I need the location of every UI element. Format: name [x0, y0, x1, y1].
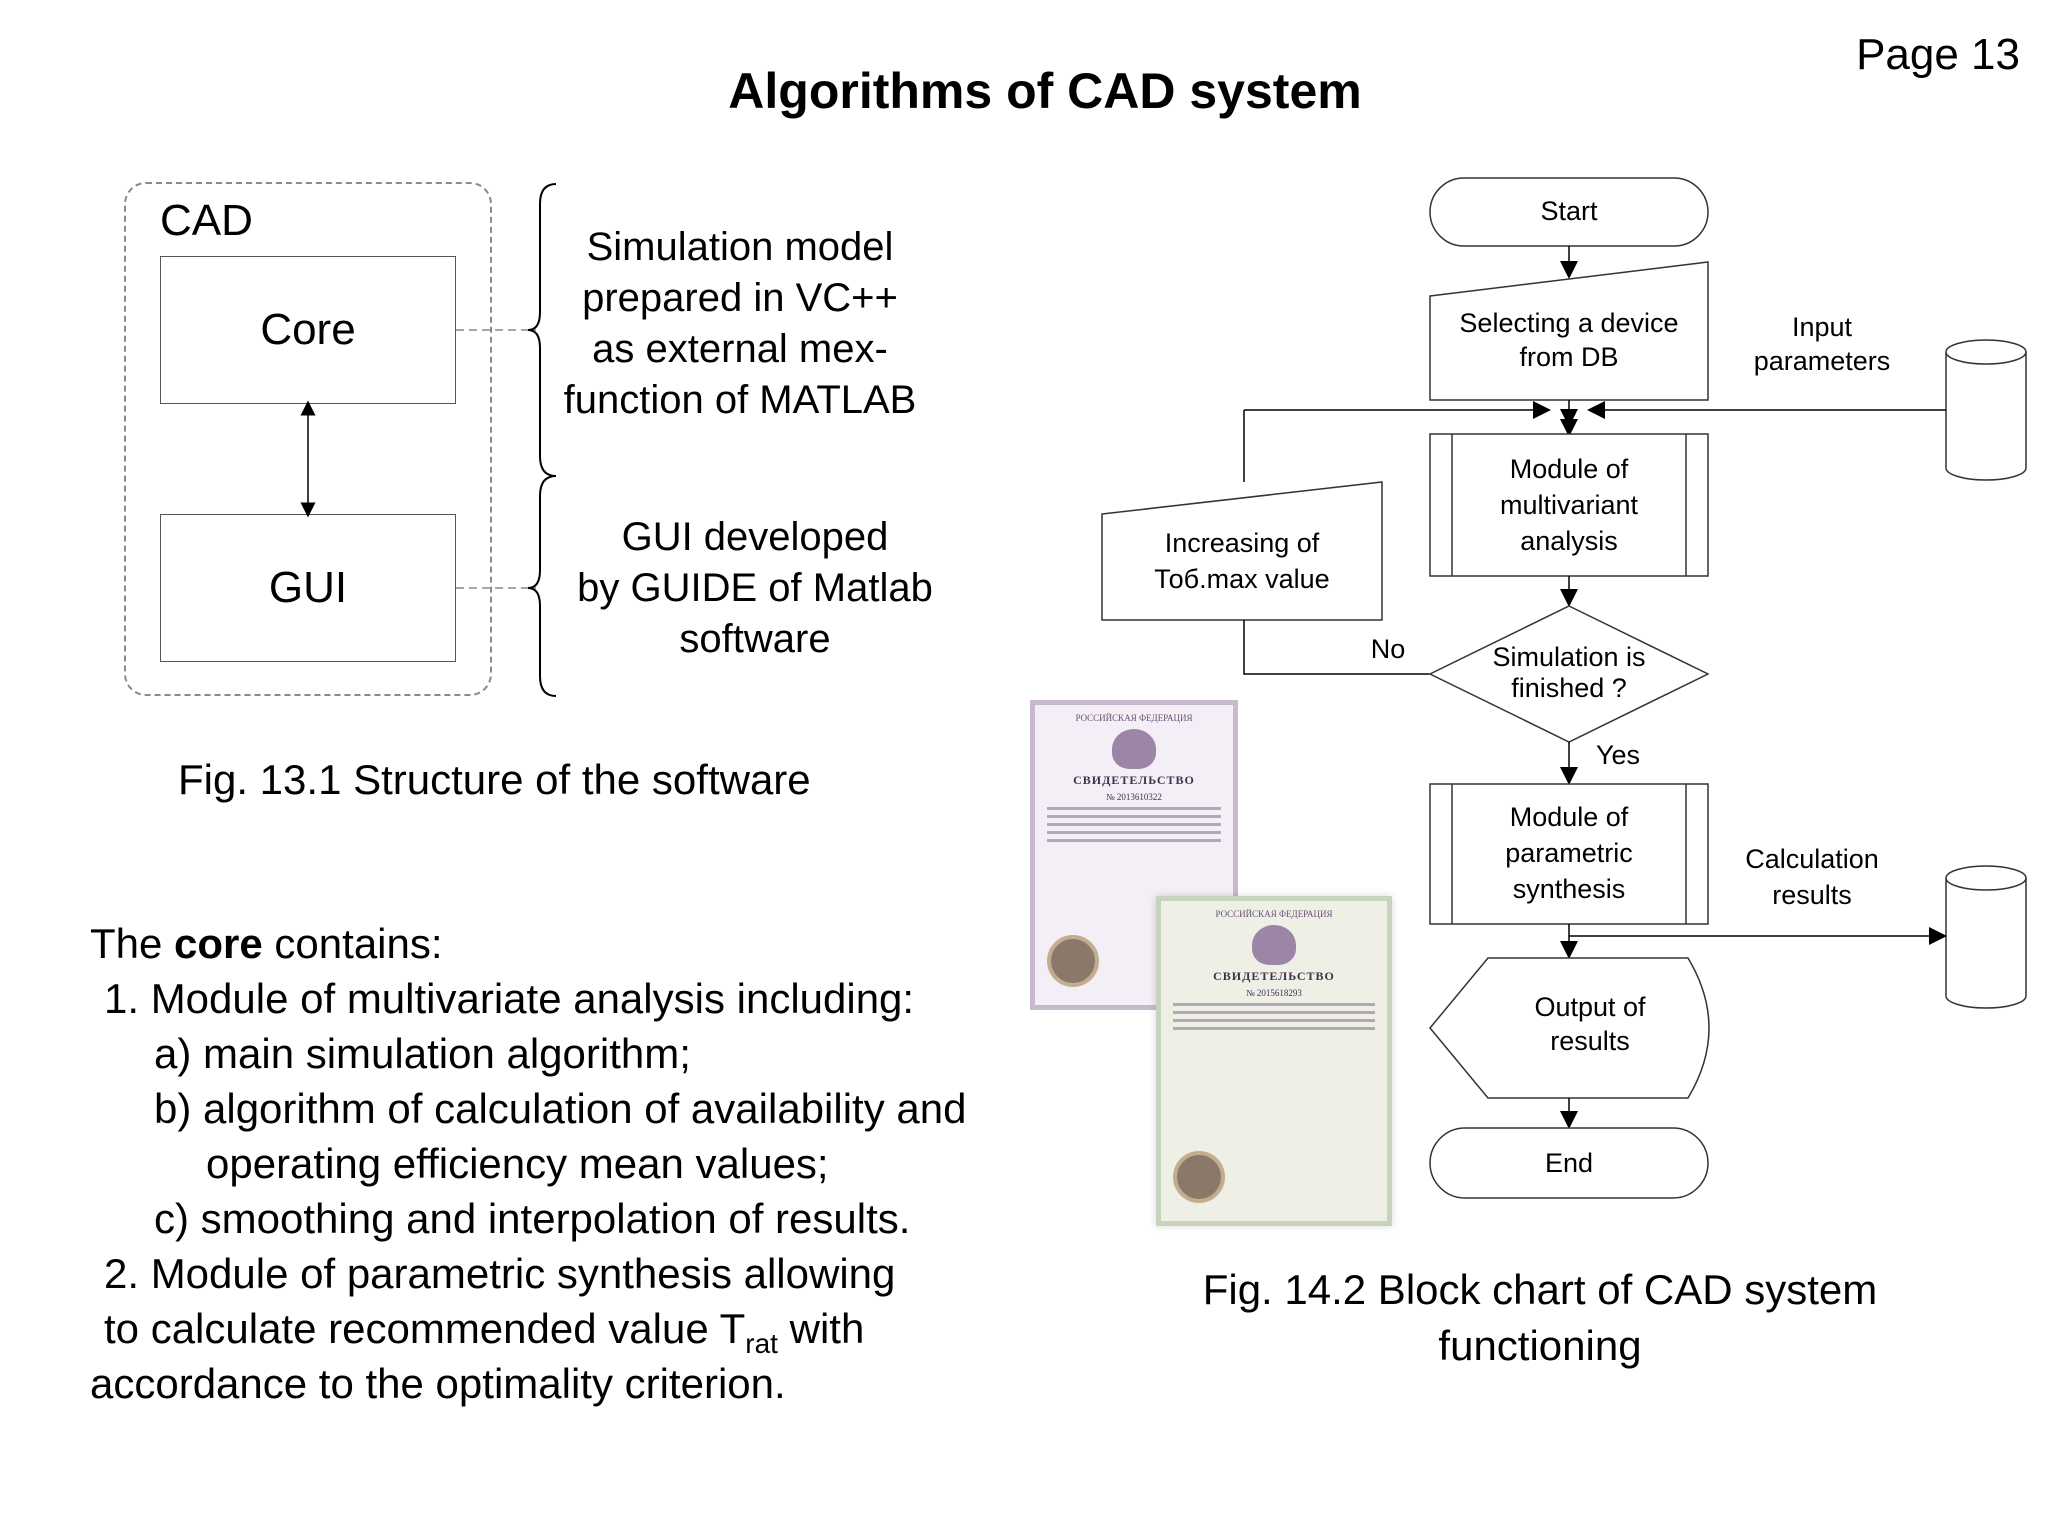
core-box: Core: [160, 256, 456, 404]
core-description-line: Simulation model: [586, 225, 894, 269]
list-item-1b: b) algorithm of calculation of availabil…: [154, 1085, 967, 1132]
yes-label: Yes: [1596, 740, 1640, 770]
emblem-icon: [1252, 925, 1296, 965]
text-line: [1173, 1027, 1375, 1030]
core-brace: [527, 183, 557, 477]
list-item-2-cont: to calculate recommended value Trat with: [90, 1301, 966, 1359]
input-database-icon: [1945, 339, 2027, 481]
text-line: [1047, 815, 1221, 818]
item2-post: with: [777, 1305, 865, 1352]
text-line: [1173, 1019, 1375, 1022]
end-label: End: [1545, 1148, 1593, 1178]
certificate-title: СВИДЕТЕЛЬСТВО: [1213, 969, 1335, 983]
seal-icon: [1173, 1151, 1225, 1203]
caption-line: functioning: [1438, 1322, 1642, 1369]
certificate-header: РОССИЙСКАЯ ФЕДЕРАЦИЯ: [1075, 713, 1193, 723]
text-line: [1047, 831, 1221, 834]
start-label: Start: [1540, 196, 1598, 226]
gui-description: GUI developed by GUIDE of Matlab softwar…: [560, 512, 950, 665]
slide-title: Algorithms of CAD system: [728, 63, 1362, 119]
core-description: Simulation model prepared in VC++ as ext…: [540, 222, 940, 426]
list-item-2: 2. Module of parametric synthesis allowi…: [104, 1250, 896, 1297]
output-block: [1429, 957, 1710, 1099]
core-contents-text: The core contains: 1. Module of multivar…: [90, 916, 966, 1411]
page-number: Page 13: [1856, 30, 2020, 79]
certificate-header: РОССИЙСКАЯ ФЕДЕРАЦИЯ: [1215, 909, 1333, 919]
text-line: [1173, 1011, 1375, 1014]
gui-box-label: GUI: [268, 563, 348, 612]
cad-label: CAD: [160, 196, 253, 245]
core-description-line: as external mex-: [592, 327, 888, 371]
intro-prefix: The: [90, 920, 175, 967]
certificate-title: СВИДЕТЕЛЬСТВО: [1073, 773, 1195, 787]
text-line: [1047, 807, 1221, 810]
text-line: [1047, 823, 1221, 826]
certificate-number: № 2013610322: [1106, 792, 1162, 802]
list-item-2-cont2: accordance to the optimality criterion.: [90, 1360, 786, 1407]
select-device-block: [1429, 261, 1709, 401]
results-database-icon: [1945, 865, 2027, 1009]
core-box-label: Core: [260, 305, 356, 354]
no-branch-line: [1243, 620, 1430, 675]
gui-description-line: by GUIDE of Matlab: [577, 566, 933, 610]
list-item-1a: a) main simulation algorithm;: [154, 1030, 691, 1077]
increasing-block: [1101, 481, 1383, 621]
list-item-1: 1. Module of multivariate analysis inclu…: [104, 975, 915, 1022]
text-line: [1173, 1003, 1375, 1006]
figure-caption-14-2: Fig. 14.2 Block chart of CAD system func…: [1150, 1262, 1930, 1374]
intro-suffix: contains:: [262, 920, 443, 967]
gui-brace: [527, 475, 557, 697]
gui-description-line: GUI developed: [621, 515, 889, 559]
seal-icon: [1047, 935, 1099, 987]
parametric-block: [1429, 783, 1709, 925]
gui-description-line: software: [679, 617, 831, 661]
text-line: [1047, 839, 1221, 842]
core-description-line: function of MATLAB: [563, 378, 917, 422]
intro-bold: core: [174, 920, 263, 967]
core-description-line: prepared in VC++: [582, 276, 898, 320]
figure-caption-13-1: Fig. 13.1 Structure of the software: [178, 756, 811, 803]
list-item-1b-cont: operating efficiency mean values;: [206, 1140, 829, 1187]
core-intro: The core contains:: [90, 916, 966, 971]
item2-subscript: rat: [745, 1328, 778, 1359]
caption-line: Fig. 14.2 Block chart of CAD system: [1202, 1266, 1878, 1313]
end-terminal: [1429, 1127, 1709, 1199]
certificate-image-2: РОССИЙСКАЯ ФЕДЕРАЦИЯ СВИДЕТЕЛЬСТВО № 201…: [1156, 896, 1392, 1226]
list-item-1c: c) smoothing and interpolation of result…: [154, 1195, 911, 1242]
no-label: No: [1371, 634, 1406, 664]
gui-box: GUI: [160, 514, 456, 662]
certificate-number: № 2015618293: [1246, 988, 1302, 998]
emblem-icon: [1112, 729, 1156, 769]
item2-pre: to calculate recommended value T: [104, 1305, 746, 1352]
multivariant-block: [1429, 433, 1709, 577]
cad-frame: [124, 182, 492, 696]
